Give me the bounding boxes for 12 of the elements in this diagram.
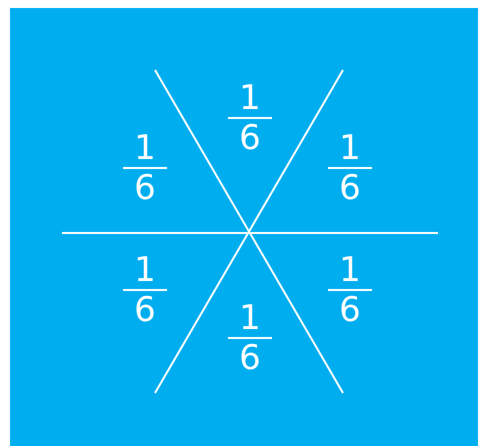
- denominator-label: 6: [133, 291, 157, 329]
- numerator-label: 1: [123, 129, 167, 169]
- numerator-label: 1: [328, 251, 372, 291]
- denominator-label: 6: [338, 291, 362, 329]
- denominator-label: 6: [133, 169, 157, 207]
- numerator-label: 1: [228, 79, 272, 119]
- numerator-label: 1: [328, 129, 372, 169]
- numerator-label: 1: [228, 299, 272, 339]
- denominator-label: 6: [238, 339, 262, 377]
- denominator-label: 6: [338, 169, 362, 207]
- numerator-label: 1: [123, 251, 167, 291]
- denominator-label: 6: [238, 119, 262, 157]
